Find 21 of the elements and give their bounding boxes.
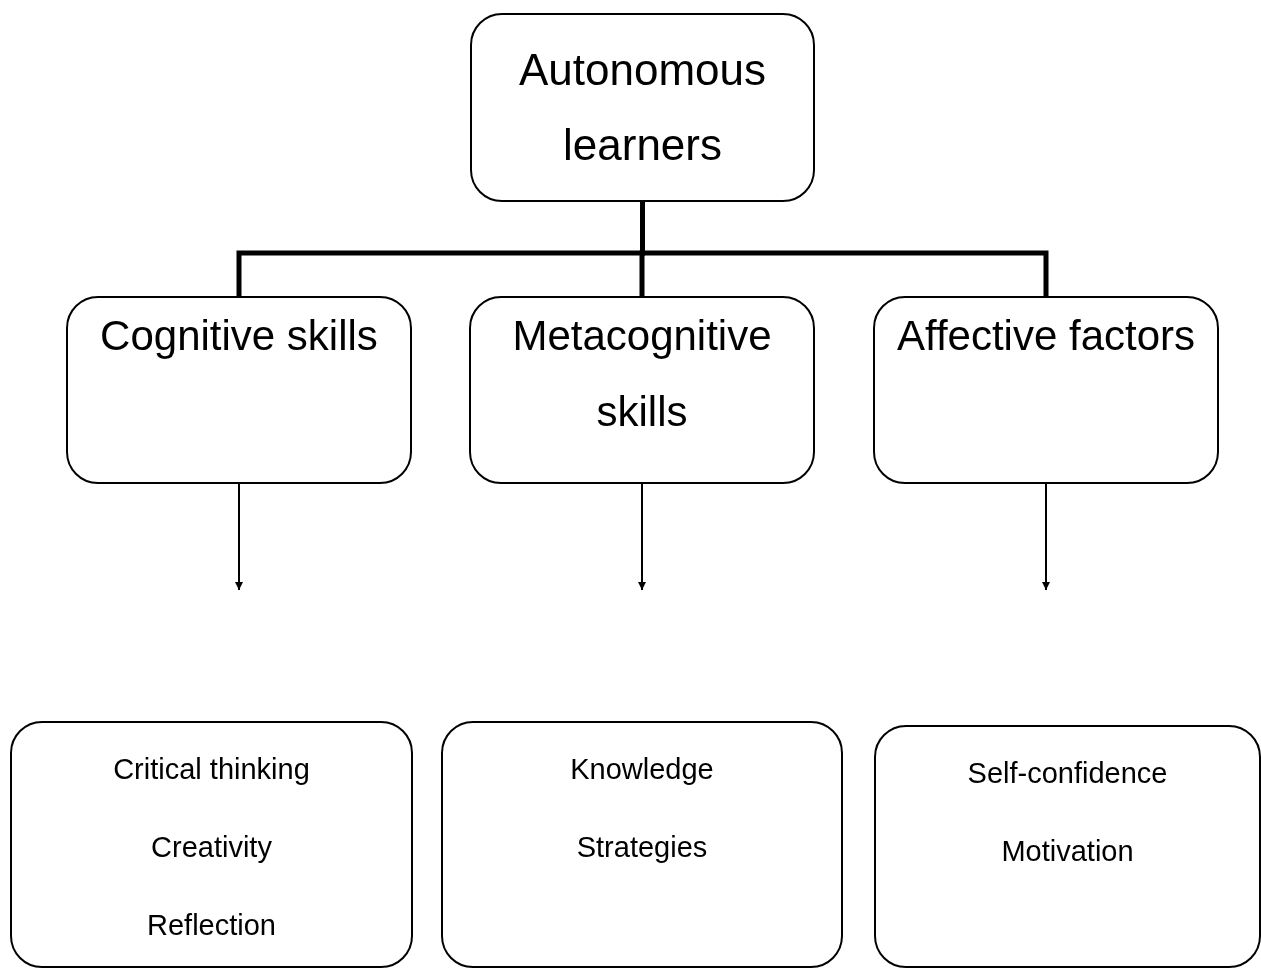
box-label: Metacognitive skills bbox=[511, 311, 773, 437]
list-item: Creativity bbox=[151, 830, 272, 865]
box-label: Affective factors bbox=[897, 311, 1195, 361]
rounded-box bbox=[873, 296, 1219, 484]
rounded-box bbox=[469, 296, 815, 484]
list-item: Strategies bbox=[576, 830, 708, 865]
rounded-box bbox=[874, 725, 1261, 968]
rounded-box bbox=[441, 721, 843, 968]
rounded-box bbox=[470, 13, 815, 202]
rounded-box bbox=[10, 721, 413, 968]
list-item: Knowledge bbox=[570, 752, 714, 787]
list-item: Motivation bbox=[1001, 834, 1134, 869]
list-item: Critical thinking bbox=[113, 752, 310, 787]
arrow bbox=[235, 483, 243, 591]
list-item: Self-confidence bbox=[967, 756, 1168, 791]
list-item: Reflection bbox=[147, 908, 276, 943]
box-label: Autonomous learners bbox=[517, 43, 768, 171]
arrow bbox=[1042, 483, 1050, 591]
arrow bbox=[638, 483, 646, 591]
box-label: Cognitive skills bbox=[100, 311, 378, 361]
rounded-box bbox=[66, 296, 412, 484]
